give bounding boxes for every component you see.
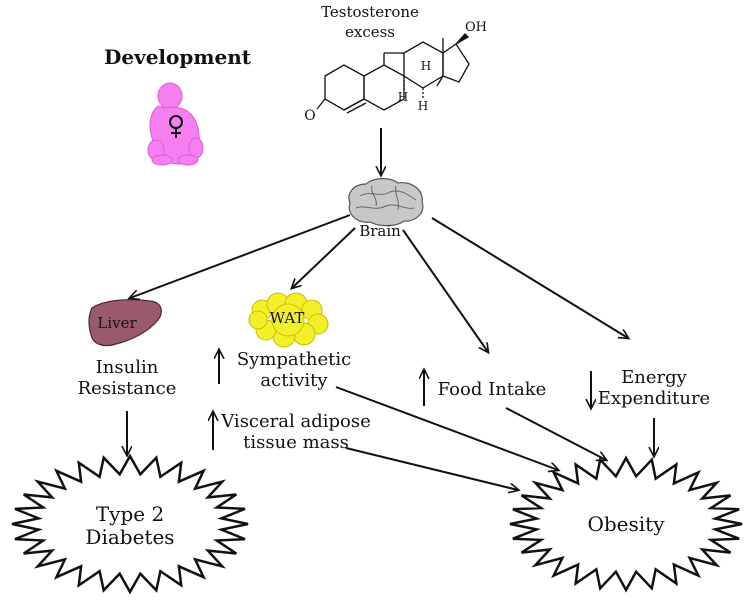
testosterone-structure	[316, 33, 470, 114]
arrow-brain-to-food	[402, 229, 488, 352]
liver-label: Liver	[97, 314, 137, 332]
arrow-brain-to-wat	[292, 227, 356, 288]
visceral-label: Visceral adipose tissue mass	[216, 411, 376, 453]
wat-icon	[248, 292, 329, 348]
obesity-burst	[509, 455, 743, 593]
arrow-sympathetic-to-obesity	[335, 386, 558, 470]
visceral-line1: Visceral adipose	[221, 411, 371, 432]
energy-line1: Energy	[621, 367, 687, 388]
liver-icon	[88, 299, 162, 347]
h-label-1: H	[420, 59, 432, 73]
diabetes-line1: Type 2	[95, 502, 165, 526]
brain-icon	[348, 178, 424, 227]
arrow-visceral-to-obesity	[345, 447, 518, 490]
testosterone-label: Testosterone excess	[320, 3, 420, 42]
h-label-2: H	[397, 90, 409, 104]
wat-label: WAT	[269, 309, 305, 327]
female-symbol-icon	[169, 115, 183, 138]
food-intake-label: Food Intake	[437, 379, 547, 400]
pregnant-woman-icon	[147, 82, 204, 166]
h-label-3: H	[417, 99, 429, 113]
sympathetic-line1: Sympathetic	[236, 349, 352, 370]
diabetes-label: Type 2 Diabetes	[72, 503, 188, 549]
insulin-resistance-label: Insulin Resistance	[72, 357, 182, 399]
energy-line2: Expenditure	[597, 387, 711, 409]
development-title: Development	[104, 45, 252, 69]
oh-label: OH	[465, 20, 487, 35]
arrow-brain-to-energy	[431, 217, 628, 338]
sympathetic-label: Sympathetic activity	[234, 349, 354, 391]
arrow-food-to-obesity	[505, 407, 606, 460]
visceral-line2: tissue mass	[243, 431, 349, 453]
insulin-line2: Resistance	[77, 377, 177, 399]
testosterone-line2: excess	[344, 23, 395, 42]
energy-label: Energy Expenditure	[596, 367, 712, 409]
arrow-brain-to-liver	[130, 214, 351, 298]
brain-label: Brain	[359, 222, 401, 240]
testosterone-line1: Testosterone	[321, 3, 419, 21]
obesity-label: Obesity	[587, 512, 665, 536]
insulin-line1: Insulin	[95, 357, 159, 378]
diabetes-burst	[11, 453, 249, 595]
diabetes-line2: Diabetes	[85, 525, 175, 549]
sympathetic-line2: activity	[260, 369, 328, 391]
ketone-o-label: O	[304, 108, 316, 124]
